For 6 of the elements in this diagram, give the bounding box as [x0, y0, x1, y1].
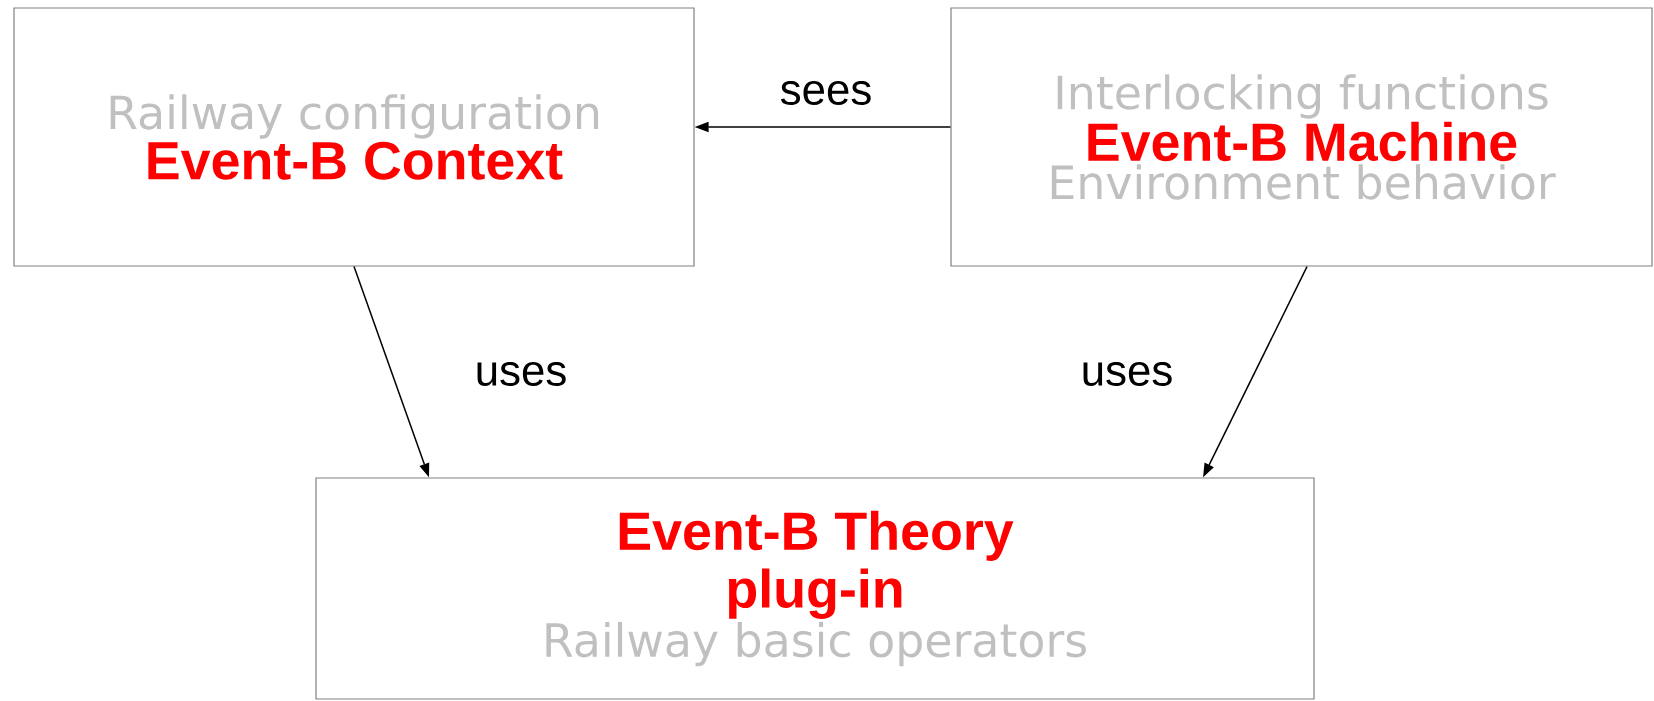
edge-label: sees	[777, 79, 875, 107]
box: Interlocking functions Event-B Machine Environment behavior	[950, 7, 1653, 267]
edge-label: uses	[472, 360, 570, 388]
box: Railway configuration Event-B Context	[13, 7, 695, 267]
edge-label: uses	[1078, 360, 1176, 388]
box: Event-B Theory plug-in Railway basic operators	[315, 477, 1315, 700]
